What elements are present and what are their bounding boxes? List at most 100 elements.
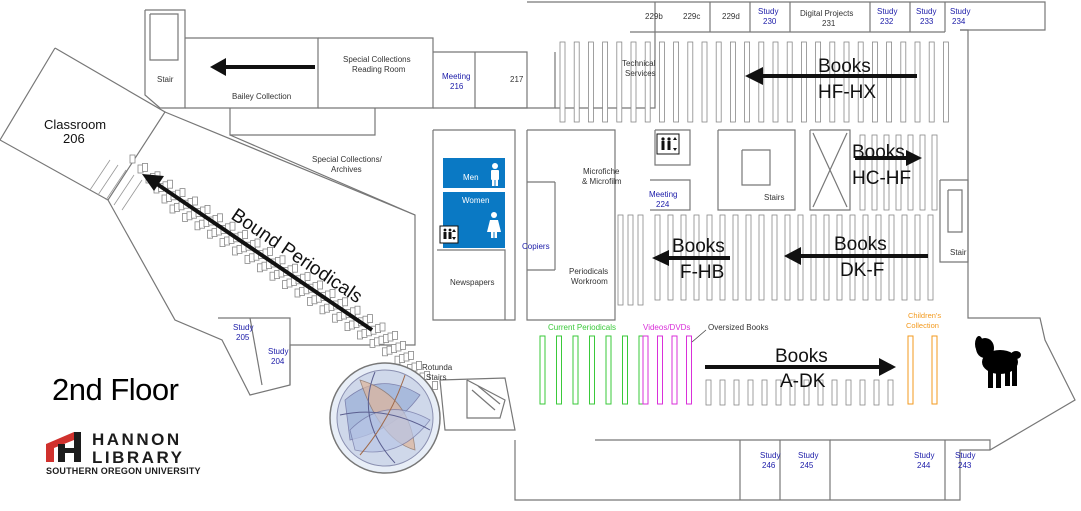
shelf [914,41,921,123]
study-205-number: 205 [236,333,250,342]
technical-services-label-2: Services [625,69,656,78]
shelf [686,335,692,405]
shelf [928,41,935,123]
shelf [329,288,336,298]
shelf [859,379,866,406]
shelf [831,379,838,406]
special-collections-reading-label-2: Reading Room [352,65,406,74]
hannon-library-logo: HANNON LIBRARY SOUTHERN OREGON UNIVERSIT… [42,428,212,478]
shelf [354,305,361,315]
digital-projects-label: Digital Projects [800,9,853,18]
shelf [789,379,796,406]
shelf [745,214,752,301]
shelf [424,370,430,380]
shelf [907,335,914,405]
shelf [817,379,824,406]
shelf [408,350,414,360]
shelf [630,41,637,123]
books-adk-range: A-DK [780,371,826,392]
study-204-number: 204 [271,357,285,366]
books-adk-label: Books [775,346,828,367]
oversized-books-label: Oversized Books [708,323,768,332]
women-icon [487,212,501,238]
special-collections-reading-label: Special Collections [343,55,411,64]
books-hchf-range: HC-HF [852,168,911,189]
books-hfhx-range: HF-HX [818,82,876,103]
periodicals-workroom-label: Periodicals [569,267,608,276]
current-periodicals-label: Current Periodicals [548,323,616,332]
classroom-number: 206 [63,131,85,146]
restroom-block: Men Women [439,133,680,248]
desk-row [97,164,119,196]
newspapers-label: Newspapers [450,278,494,287]
building-walls [0,1,1076,501]
logo-library: LIBRARY [92,448,185,467]
shelf [617,214,624,306]
logo-university: SOUTHERN OREGON UNIVERSITY [46,466,201,476]
shelf [559,41,566,123]
books-dkf-label: Books [834,234,887,255]
shelf [845,379,852,406]
shelf [859,134,866,211]
books-dkf-range: DK-F [840,260,884,281]
study-246-number: 246 [762,461,776,470]
shelf [622,335,628,405]
shelf [367,314,373,324]
desk-row [121,179,143,211]
shelf [204,204,211,214]
shelf [605,335,612,405]
meeting-216-label: Meeting [442,72,470,81]
books-hfhx-label: Books [818,56,871,77]
shelf [589,335,595,405]
shelf [573,41,580,123]
desk-row [105,169,127,201]
shelf [432,380,438,390]
shelf [556,335,562,405]
shelf [701,41,708,123]
shelf [886,41,892,123]
desk-row [89,159,111,191]
study-232-number: 232 [880,17,894,26]
shelf [687,41,694,123]
shelf [843,41,850,123]
shelf [602,41,608,123]
microfilm-label: & Microfilm [582,177,622,186]
shelf [927,214,934,301]
shelf [304,272,311,282]
shelf [392,330,398,340]
shelf [637,214,644,306]
shelf [671,335,678,405]
shelf [719,379,726,406]
childrens-label: Children's [908,311,941,320]
shelf [644,41,651,123]
rotunda-stairs-label: Rotunda [422,363,453,372]
shelf [400,340,406,350]
shelf [229,221,236,231]
study-204-label: Study [268,347,288,356]
shelf [733,379,740,406]
men-label: Men [463,173,479,182]
shelf [142,162,148,172]
shelf [801,41,807,123]
periodicals-workroom-label-2: Workroom [571,277,608,286]
hannon-logo-icon [46,432,81,462]
shelf [627,214,634,306]
shelf [616,41,623,123]
shelf [871,134,878,211]
shelf [715,41,722,123]
shelf [747,379,754,406]
study-245-label: Study [798,451,818,460]
shelf [772,41,779,123]
elevator-icon [439,225,459,244]
sc-archives-label-2: Archives [331,165,362,174]
stair-east-label: Stair [950,248,967,257]
study-232-label: Study [877,7,897,16]
shelf [895,134,902,211]
room-229b-label: 229b [645,12,663,21]
digital-projects-number: 231 [822,19,836,28]
stair-nw-label: Stair [157,75,174,84]
shelf [761,379,768,406]
room-229c-label: 229c [683,12,700,21]
videos-label: Videos/DVDs [643,323,690,332]
